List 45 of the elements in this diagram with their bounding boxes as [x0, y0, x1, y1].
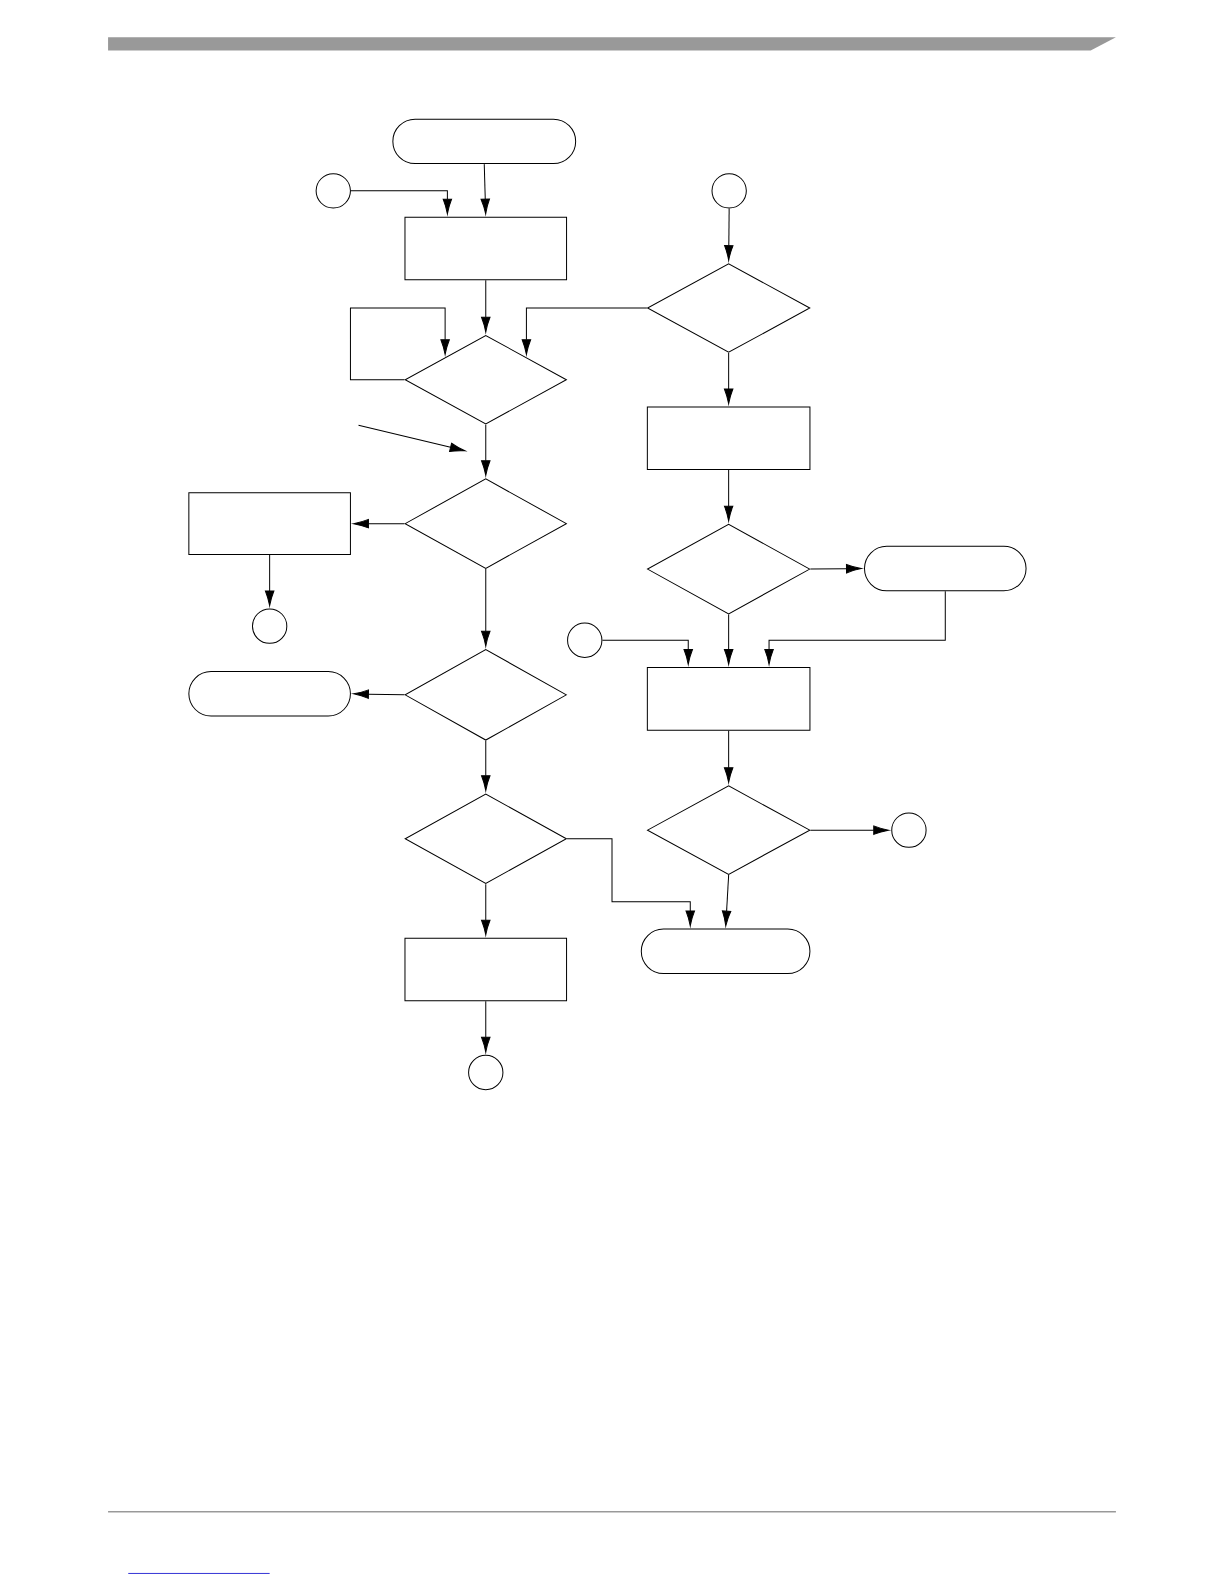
arrow	[353, 689, 405, 699]
decision-diamond	[647, 785, 811, 875]
arrow	[723, 730, 734, 783]
connector-circle	[315, 173, 351, 209]
process-box	[188, 492, 351, 555]
arrow	[809, 825, 889, 835]
arrow	[566, 838, 695, 927]
connector-circle	[468, 1054, 504, 1091]
arrow	[724, 208, 734, 261]
connector-circle	[891, 812, 927, 848]
process-box	[646, 406, 811, 471]
terminator-box	[392, 118, 577, 165]
arrow	[809, 564, 862, 574]
arrow	[721, 874, 732, 927]
decision-diamond	[404, 793, 567, 884]
arrow	[723, 469, 734, 522]
process-box	[404, 216, 568, 281]
decision-diamond	[404, 649, 567, 741]
terminator-box	[864, 545, 1027, 592]
decision-diamond	[404, 335, 567, 425]
arrow	[349, 307, 450, 381]
process-box	[646, 667, 811, 731]
terminator-box	[188, 671, 351, 717]
connector-circle	[567, 622, 603, 658]
decision-diamond	[647, 523, 811, 615]
arrow	[481, 279, 491, 333]
decision-diamond	[647, 263, 811, 353]
arrow	[481, 1000, 491, 1053]
terminator-box	[640, 928, 811, 975]
connector-circle	[251, 608, 288, 644]
arrow	[350, 190, 453, 215]
decision-diamond	[404, 478, 567, 569]
arrow	[481, 424, 491, 476]
arrow	[481, 883, 491, 936]
arrow	[723, 352, 734, 405]
arrow	[764, 590, 946, 665]
arrow	[264, 554, 275, 607]
process-box	[404, 937, 568, 1002]
arrow	[480, 163, 490, 215]
arrow	[601, 639, 693, 665]
connector-circle	[711, 173, 747, 209]
arrow	[353, 518, 405, 529]
arrow	[481, 568, 491, 647]
arrow	[481, 740, 491, 792]
arrow	[723, 614, 734, 665]
